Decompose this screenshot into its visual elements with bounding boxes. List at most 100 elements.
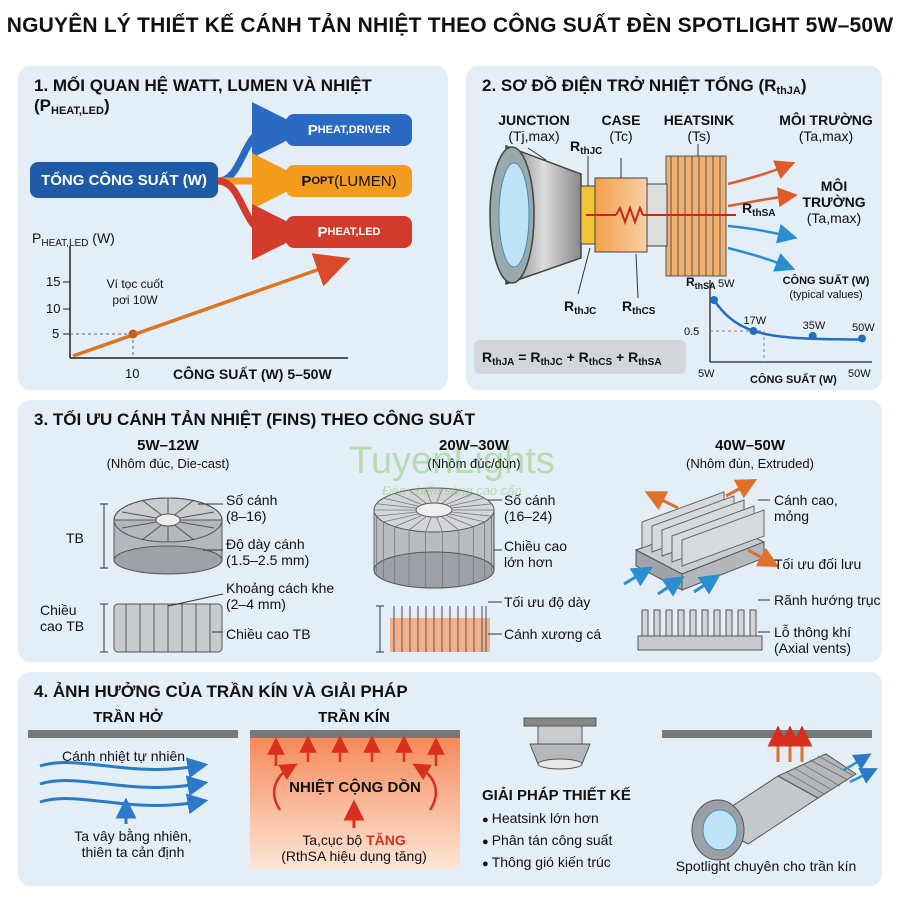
fishbone-fins: [393, 606, 487, 652]
open-ceiling-slab: [28, 730, 238, 738]
open-ceiling-note: Ta vây bằng nhiên,thiên ta cản định: [74, 828, 192, 860]
xtick-10: 10: [125, 366, 140, 381]
c1-gap: Khoảng cách khe(2–4 mm): [226, 580, 335, 612]
c2-thickness: Tối ưu độ dày: [504, 594, 591, 610]
panel-closed-ceiling: 4. ẢNH HƯỞNG CỦA TRẦN KÍN VÀ GIẢI PHÁP: [18, 672, 882, 886]
c2-radial-fin: [436, 516, 443, 532]
c1-tb-label: TB: [66, 530, 84, 546]
c2-radial-fin: [441, 489, 460, 504]
open-ceiling-title: TRẦN HỞ: [93, 709, 163, 726]
c1-fins: Số cánh(8–16): [226, 492, 278, 524]
c2-radial-fin: [445, 493, 474, 506]
formula-box: [474, 340, 686, 374]
c2-fishbone: Cánh xương cá: [504, 626, 602, 642]
label-rthsa-mid: RthSA: [742, 200, 776, 219]
local-ambient-label: Ta,cục bộ TĂNG (RthSA hiệu dụng tăng): [281, 832, 427, 864]
ytick-5: 5: [52, 326, 60, 341]
panel-4-title: 4. ẢNH HƯỞNG CỦA TRẦN KÍN VÀ GIẢI PHÁP: [34, 682, 408, 701]
label-env: MÔI TRƯỜNG(Ta,max): [779, 112, 873, 144]
c2-radial-fin: [441, 516, 460, 531]
curve-point-50W: [858, 334, 866, 343]
rthsa-curve: [712, 299, 862, 341]
curve-x-label: CÔNG SUẤT (W): [750, 374, 837, 386]
natural-convection-label: Cánh nhiệt tự nhiên: [62, 748, 186, 764]
heat-trend-line: [72, 253, 351, 358]
c2-radial-fin: [408, 489, 427, 504]
c1-height: Chiều cao TB: [226, 626, 311, 642]
panel-fin-optimization: 3. TỐI ƯU CÁNH TẢN NHIỆT (FINS) THEO CÔN…: [18, 400, 882, 662]
curve-y-label: RthSA: [686, 275, 716, 291]
curve-point-label: 17W: [743, 315, 767, 327]
c2-radial-fin: [425, 516, 432, 532]
closed-ceiling-title: TRẦN KÍN: [318, 709, 390, 726]
curve-point-35W: [808, 331, 817, 340]
c2-radial-fin: [376, 511, 417, 517]
extruded-block-heatsink: [623, 478, 780, 651]
c2-radial-fin: [425, 488, 432, 504]
spotlight-thermal-illustration: [474, 144, 872, 374]
ytick-15: 15: [46, 274, 61, 289]
extruded-round-heatsink: [373, 487, 502, 653]
c2-radial-fin: [394, 493, 423, 506]
curve-point-label: 35W: [802, 319, 826, 332]
c3-tall-fins: Cánh cao,mỏng: [774, 492, 838, 524]
c2-radial-fin: [449, 513, 485, 523]
curve-x-start: 5W: [698, 368, 715, 380]
c2-radial-fin: [436, 488, 443, 504]
c3-vent: Lỗ thông khí(Axial vents): [774, 624, 852, 656]
solution-item: Thông gió kiến trúc: [482, 852, 612, 874]
downlight-icon: [523, 717, 597, 770]
lens: [498, 162, 530, 268]
c1-thickness: Độ dày cánh(1.5–2.5 mm): [226, 536, 310, 568]
label-rthjc-top: RthJC: [570, 138, 603, 157]
die-cast-heatsink: [100, 497, 224, 653]
curve-title: CÔNG SUẤT (W)(typical values): [782, 275, 870, 301]
solution-item: Phân tán công suất: [482, 830, 613, 852]
graph-x-label: CÔNG SUẤT (W) 5–50W: [173, 366, 332, 382]
c2-radial-fin: [451, 503, 492, 509]
ceiling-illustrations: [28, 717, 878, 870]
curve-point-17W: [749, 327, 758, 335]
solution-item: Heatsink lớn hơn: [482, 808, 612, 830]
curve-x-end: 50W: [848, 368, 871, 380]
arrow-driver: [217, 102, 308, 185]
c2-material: (Nhôm đúc/đùn): [427, 456, 521, 471]
power-split-diagram: [63, 102, 351, 359]
thermal-formula: RthJA = RthJC + RthCS + RthSA: [482, 349, 662, 368]
curve-point-5W: [710, 296, 718, 304]
c1-material: (Nhôm đúc, Die-cast): [106, 456, 230, 471]
ytick-10: 10: [46, 301, 61, 316]
c3-side-fins: [641, 609, 757, 637]
spot-ceiling-slab: [662, 730, 872, 738]
c2-power: 20W–30W: [438, 437, 510, 454]
c2-radial-fin: [394, 514, 423, 527]
panel-watt-lumen-heat: 1. MỐI QUAN HỆ WATT, LUMEN VÀ NHIỆT (PHE…: [18, 66, 448, 390]
panel-2-title: 2. SƠ ĐỒ ĐIỆN TRỞ NHIỆT TỔNG (RthJA): [482, 76, 807, 97]
c2-radial-fin: [376, 503, 417, 509]
c2-radial-fin: [383, 497, 419, 507]
c3-material: (Nhôm đùn, Extruded): [686, 456, 814, 471]
label-heatsink: HEATSINK(Ts): [663, 112, 735, 144]
panel-thermal-resistance: 2. SƠ ĐỒ ĐIỆN TRỞ NHIỆT TỔNG (RthJA): [466, 66, 882, 390]
c2-fins: Số cánh(16–24): [504, 492, 556, 524]
graph-y-label: PHEAT,LED (W): [32, 230, 115, 249]
c3-groove: Rãnh hướng trục: [774, 592, 881, 608]
c3-flow: Tối ưu đối lưu: [774, 556, 862, 572]
closed-ceiling-slab: [250, 730, 460, 738]
label-case: CASE(Tc): [601, 112, 641, 144]
c3-power: 40W–50W: [714, 437, 786, 454]
page-title: NGUYÊN LÝ THIẾT KẾ CÁNH TẢN NHIỆT THEO C…: [6, 14, 894, 37]
c2-radial-fin: [449, 497, 485, 507]
sealed-ceiling-spotlight: [691, 753, 857, 861]
label-junction: JUNCTION(Tj,max): [498, 112, 570, 144]
curve-ytick: 0.5: [684, 326, 700, 338]
resistor-symbol: [615, 205, 644, 225]
solution-list: Heatsink lớn hơn Phân tán công suất Thôn…: [482, 808, 613, 874]
curve-point-label: 5W: [718, 278, 735, 290]
curve-point-label: 50W: [852, 322, 875, 335]
arrow-heat: [217, 177, 308, 260]
